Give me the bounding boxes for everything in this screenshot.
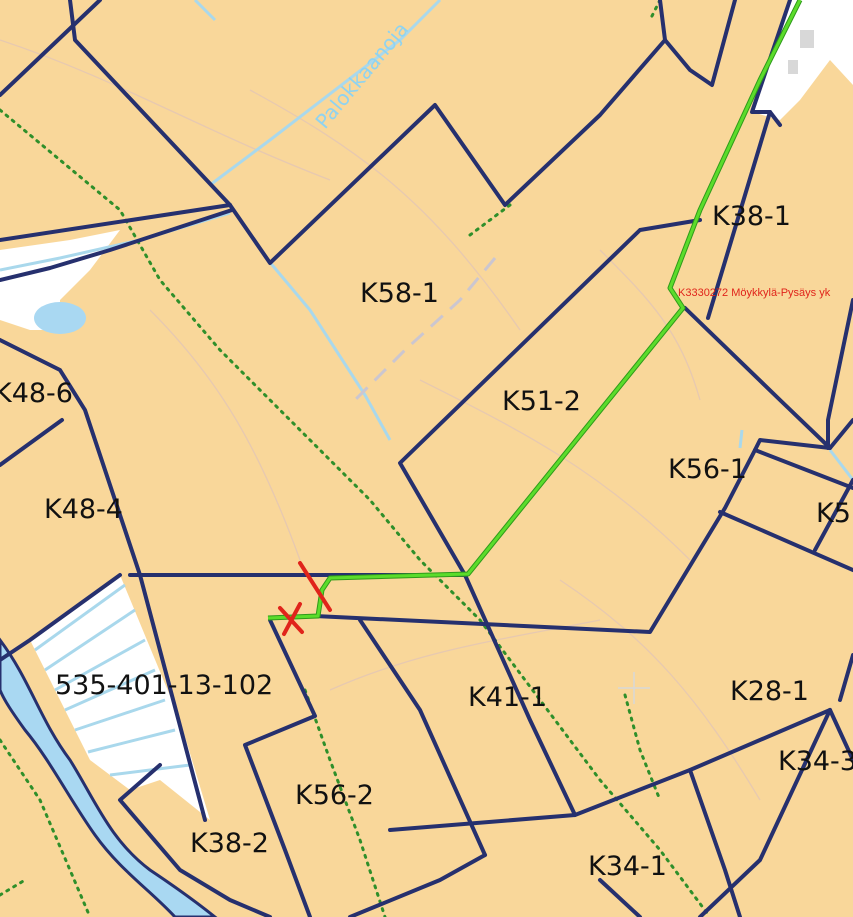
track (348, 257, 497, 407)
open-area-top-right (752, 0, 853, 120)
building (788, 60, 798, 74)
cut-marker-lower[interactable] (278, 602, 304, 636)
parcel-label-k34-1[interactable]: K34-1 (588, 851, 667, 882)
ditch-right (738, 429, 744, 449)
parcel-label-k56-1[interactable]: K56-1 (668, 454, 747, 485)
building (800, 30, 814, 48)
parcel-label-k41-1[interactable]: K41-1 (468, 682, 547, 713)
parcel-label-k48-6[interactable]: K48-6 (0, 378, 73, 409)
parcel-label-k51-2[interactable]: K51-2 (502, 386, 581, 417)
pond (34, 302, 86, 334)
dotted-boundaries (0, 0, 712, 917)
field-area (30, 575, 210, 820)
crosshair-marker (618, 672, 650, 704)
parcel-label-k56-2[interactable]: K56-2 (295, 780, 374, 811)
cut-marker-upper[interactable] (298, 561, 332, 612)
parcel-label-k5[interactable]: K5 (816, 498, 851, 529)
parcel-label-k34-3[interactable]: K34-3 (778, 746, 853, 777)
field-ditches (34, 583, 191, 777)
route-line[interactable] (267, 0, 802, 620)
stream-palokkaanoja (193, 0, 442, 187)
parcel-label-k28-1[interactable]: K28-1 (730, 676, 809, 707)
stream-ditch (266, 259, 392, 441)
parcel-label-k38-1[interactable]: K38-1 (712, 201, 791, 232)
parcel-label-k58-1[interactable]: K58-1 (360, 278, 439, 309)
parcel-label-535-401-13-102[interactable]: 535-401-13-102 (55, 670, 273, 701)
river (0, 637, 218, 917)
parcel-label-k38-2[interactable]: K38-2 (190, 828, 269, 859)
parcel-label-k48-4[interactable]: K48-4 (44, 494, 123, 525)
ditch-right-2 (828, 449, 853, 481)
route-label: K3330272 Möykkylä-Pysäys yk (678, 287, 831, 299)
